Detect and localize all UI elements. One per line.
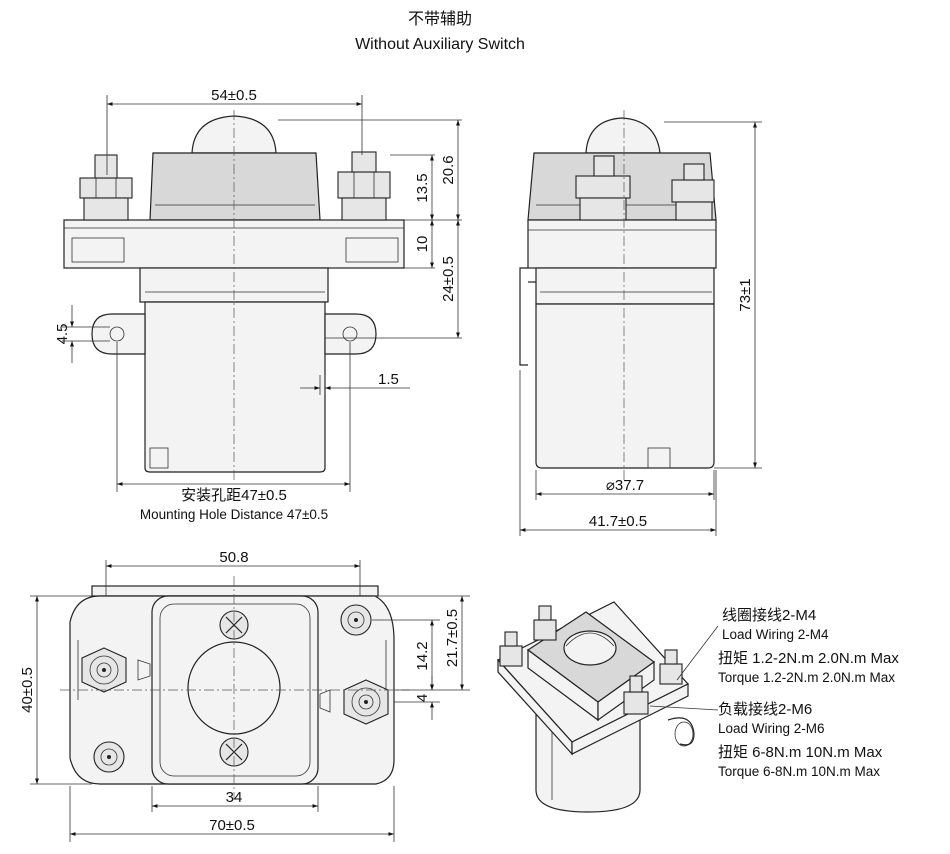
dim-cap-20-6: 20.6 (440, 155, 457, 184)
isometric-view (497, 601, 695, 813)
dim-diameter-37-7: ⌀37.7 (606, 477, 644, 494)
dim-height-40: 40±0.5 (19, 667, 36, 713)
dim-nut-13-5: 13.5 (414, 173, 431, 202)
note-coil-torque-cn: 扭矩 1.2-2N.m 2.0N.m Max (718, 650, 899, 667)
dim-body-24: 24±0.5 (440, 256, 457, 302)
dim-offset-14-2: 14.2 (414, 641, 431, 670)
dim-offset-21-7: 21.7±0.5 (444, 609, 461, 667)
note-coil-en: Load Wiring 2-M4 (722, 627, 829, 642)
note-coil-cn: 线圈接线2-M4 (722, 607, 816, 624)
leaders (649, 625, 719, 711)
front-view (63, 110, 405, 480)
title-en: Without Auxiliary Switch (355, 36, 525, 53)
dim-mount-cn: 安装孔距47±0.5 (181, 487, 287, 504)
note-load-en: Load Wiring 2-M6 (718, 721, 825, 736)
dim-hole-4-5: 4.5 (54, 324, 71, 345)
dim-inner-span-34: 34 (226, 789, 243, 806)
dim-lip-1-5: 1.5 (378, 371, 399, 388)
dim-width-41-7: 41.7±0.5 (589, 513, 647, 530)
dim-offset-4: 4 (414, 694, 431, 702)
note-load-torque-en: Torque 6-8N.m 10N.m Max (718, 764, 880, 779)
side-dimensions: 73±1 ⌀37.7 41.7±0.5 (519, 121, 762, 536)
note-load-torque-cn: 扭矩 6-8N.m 10N.m Max (718, 744, 883, 761)
note-coil-torque-en: Torque 1.2-2N.m 2.0N.m Max (718, 670, 895, 685)
dim-flange-10: 10 (414, 236, 431, 253)
wiring-notes: 线圈接线2-M4 Load Wiring 2-M4 扭矩 1.2-2N.m 2.… (718, 607, 899, 779)
dim-inner-width-50-8: 50.8 (219, 549, 248, 566)
dim-total-height-73: 73±1 (737, 278, 754, 311)
dim-width-54: 54±0.5 (211, 87, 257, 104)
title-cn: 不带辅助 (408, 10, 472, 28)
top-view (60, 576, 410, 800)
dim-mount-en: Mounting Hole Distance 47±0.5 (140, 507, 328, 522)
side-view (519, 110, 717, 480)
dim-total-width-70: 70±0.5 (209, 817, 255, 834)
note-load-cn: 负载接线2-M6 (718, 701, 812, 718)
top-dimensions: 50.8 40±0.5 21.7±0.5 14.2 4 34 70±0.5 (19, 549, 470, 842)
front-dimensions: 54±0.5 13.5 20.6 10 24±0.5 4.5 1.5 安装孔距4… (54, 87, 462, 522)
